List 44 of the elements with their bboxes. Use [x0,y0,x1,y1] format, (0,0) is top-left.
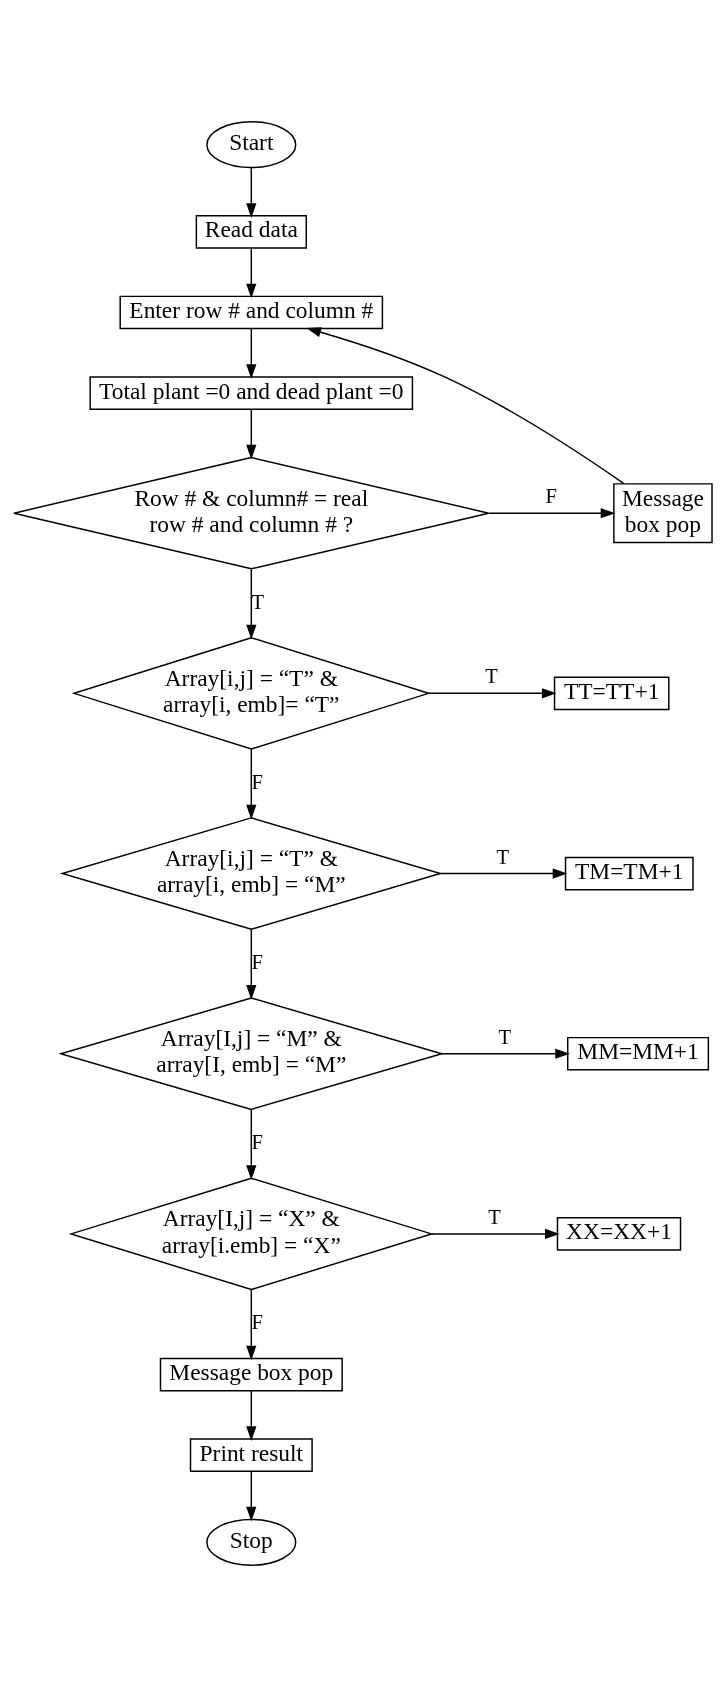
node-box: Enter row # and column # [119,295,384,329]
arrow [246,748,257,819]
node-ellipse: Stop [206,1518,297,1566]
edge-label: F [251,770,263,793]
arrow [246,568,257,639]
node-box: MM=MM+1 [567,1036,710,1071]
node-box: Message box pop [159,1357,343,1391]
edge-label: T [496,845,510,868]
edge-label: F [251,1130,263,1153]
node-diamond: Array[i,j] = “T” & array[i, emb] = “M” [59,816,443,930]
node-diamond: Array[I,j] = “M” & array[I, emb] = “M” [58,996,445,1110]
arrow [246,1389,257,1441]
node-diamond: Row # & column# = real row # and column # ? [13,456,490,570]
node-ellipse: Start [206,120,297,168]
edge-label: T [485,664,498,687]
arrow [488,507,616,518]
edge-label: F [545,484,557,507]
node-box: Read data [195,214,307,249]
node-box: Total plant =0 and dead plant =0 [89,375,414,410]
arrow [246,247,257,298]
edge-label: T [251,590,265,613]
node-box: TM=TM+1 [564,856,694,890]
arrow [246,408,257,459]
arrow [246,928,257,1000]
edge-label: F [251,950,263,973]
edge-label: T [498,1025,511,1048]
arrow [431,1228,560,1239]
edge-label: F [251,1310,263,1333]
arrow [306,326,625,484]
arrow [246,327,257,379]
node-diamond: Array[i,j] = “T” & array[i, emb]= “T” [71,636,431,750]
arrow [246,1108,257,1180]
arrow [246,1288,257,1360]
arrow [428,687,557,698]
node-diamond: Array[I,j] = “X” & array[i.emb] = “X” [68,1176,434,1290]
arrow [246,1470,257,1521]
arrow [246,166,257,218]
arrow [441,1048,570,1059]
node-box: Message box pop [613,482,713,543]
arrow [439,867,568,879]
node-box: TT=TT+1 [553,676,670,710]
node-box: XX=XX+1 [556,1216,682,1251]
edge-label: T [488,1205,501,1228]
node-box: Print result [189,1437,313,1472]
